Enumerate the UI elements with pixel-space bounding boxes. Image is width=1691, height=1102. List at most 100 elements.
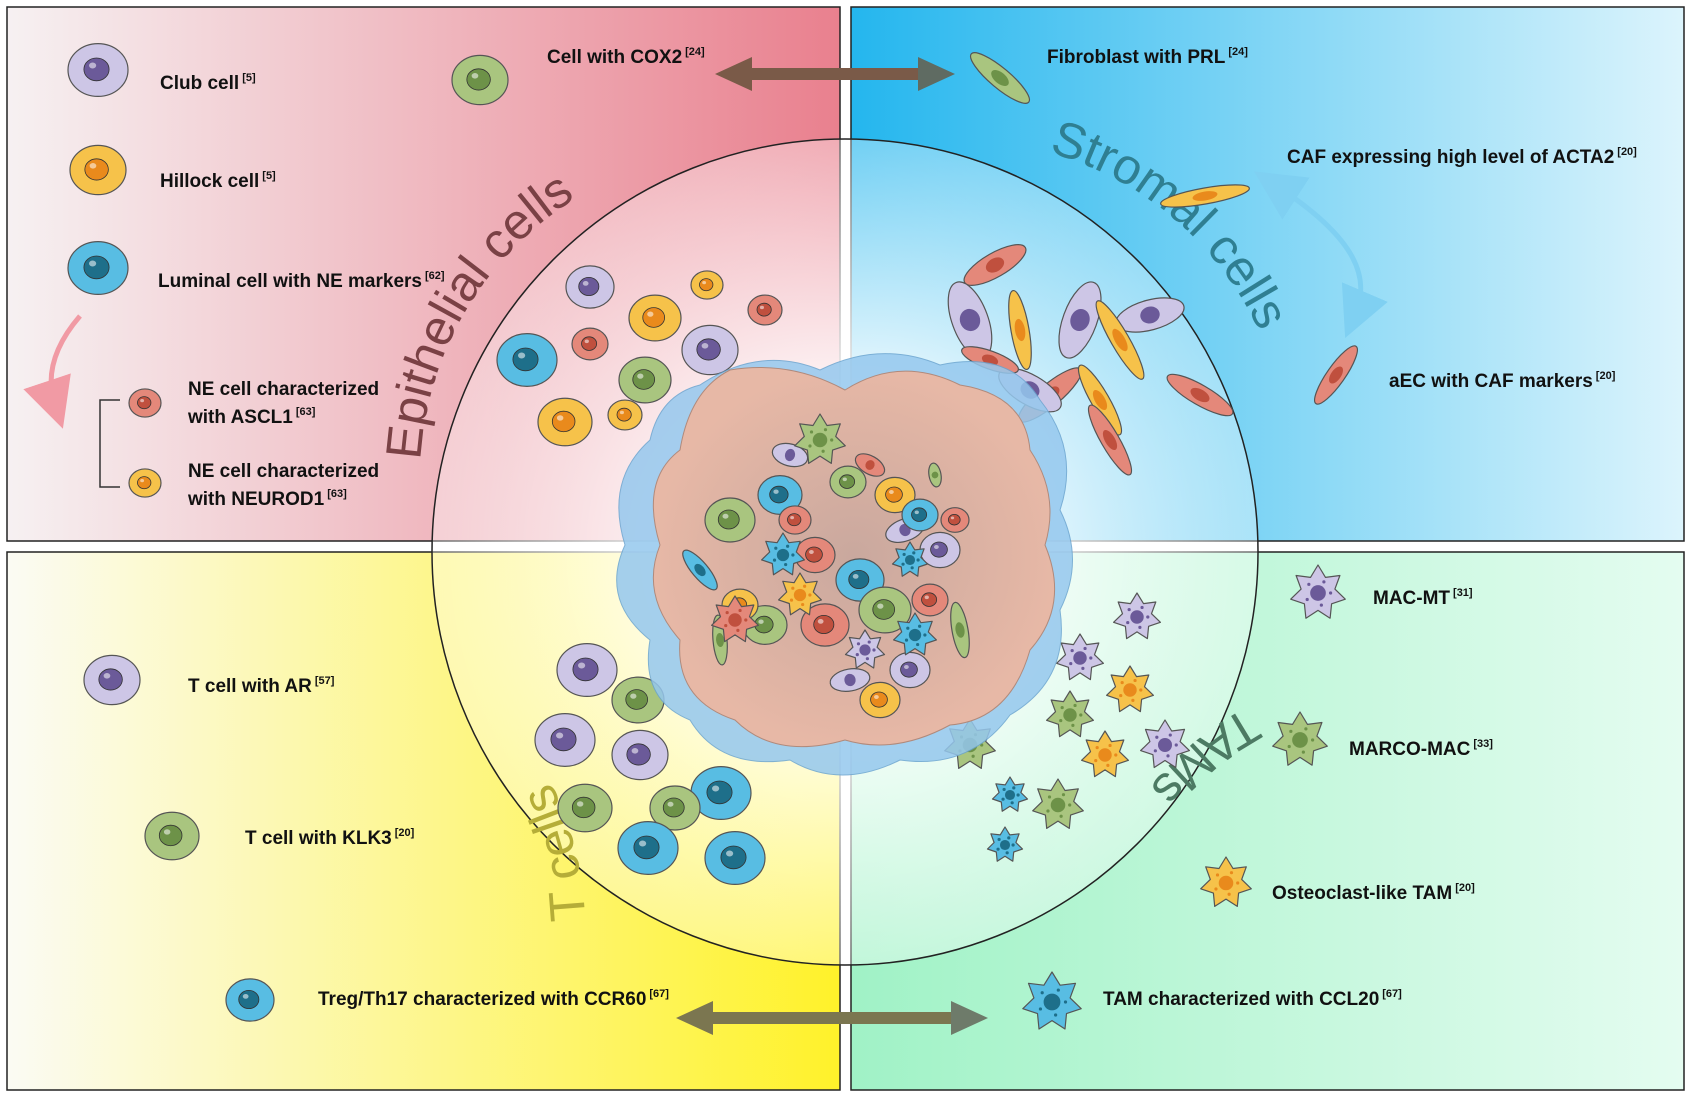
salmon-cell xyxy=(911,583,949,617)
salmon-spindle-cell xyxy=(1166,373,1234,417)
orange-cell xyxy=(537,397,593,447)
acta2-ref: [20] xyxy=(1617,146,1637,158)
salmon-cell xyxy=(571,327,609,361)
acta2-aec-arrow xyxy=(1254,171,1388,338)
t-klk3-icon xyxy=(144,811,200,861)
label-prl: Fibroblast with PRL[24] xyxy=(1047,41,1248,69)
macmt-ref: [31] xyxy=(1453,587,1473,599)
hillock-cell-ref: [5] xyxy=(262,170,276,182)
label-macmt: MAC-MT[31] xyxy=(1373,582,1473,610)
blue-macrophage xyxy=(891,541,929,577)
aec-ref: [20] xyxy=(1595,370,1616,382)
blue-macrophage xyxy=(991,776,1029,812)
label-marco: MARCO-MAC[33] xyxy=(1349,733,1493,761)
prl-fibroblast-icon xyxy=(969,52,1031,104)
treg-text: Treg/Th17 characterized with CCR60 xyxy=(318,989,647,1010)
orange-spindle-cell xyxy=(1008,289,1032,371)
aec-caf-icon xyxy=(1314,345,1358,405)
purple-macrophage xyxy=(1139,719,1191,769)
label-hillock-cell: Hillock cell[5] xyxy=(160,165,276,193)
t-ar-icon xyxy=(83,654,141,706)
green-macrophage xyxy=(1045,690,1095,738)
luminal-cell-text: Luminal cell with NE markers xyxy=(158,271,422,292)
prl-text: Fibroblast with PRL xyxy=(1047,47,1226,68)
treg-icon xyxy=(225,978,275,1022)
blue-cell xyxy=(617,820,679,875)
orange-spindle-cell xyxy=(1095,300,1145,380)
green-macrophage xyxy=(794,413,846,464)
label-osteo: Osteoclast-like TAM[20] xyxy=(1272,877,1475,905)
green-spindle-cell xyxy=(950,601,970,659)
marco-icon xyxy=(1272,711,1328,766)
osteo-ref: [20] xyxy=(1455,882,1475,894)
orange-cell xyxy=(628,294,682,342)
macmt-text: MAC-MT xyxy=(1373,588,1451,609)
salmon-macrophage xyxy=(710,595,760,643)
treg-ref: [67] xyxy=(649,988,669,1000)
green-cell xyxy=(829,465,867,499)
purple-spindle-cell xyxy=(947,281,993,359)
orange-macrophage xyxy=(1105,665,1155,713)
orange-macrophage xyxy=(1080,730,1130,778)
green-spindle-cell xyxy=(928,462,942,488)
salmon-spindle-cell xyxy=(854,453,886,477)
blue-macrophage xyxy=(892,612,938,656)
cox2-cell-icon xyxy=(451,54,509,106)
purple-cell xyxy=(556,642,618,697)
aec-text: aEC with CAF markers xyxy=(1389,371,1593,392)
ne-neurod1-ref: [63] xyxy=(327,488,347,500)
green-macrophage xyxy=(1032,778,1084,830)
cox2-prl-double-arrow xyxy=(715,57,955,91)
label-luminal-cell: Luminal cell with NE markers[62] xyxy=(158,265,445,293)
label-ccl20: TAM characterized with CCL20[67] xyxy=(1103,983,1402,1011)
label-cox2: Cell with COX2[24] xyxy=(547,41,705,69)
orange-macrophage xyxy=(777,572,823,616)
ne-neurod1-line1: NE cell characterized xyxy=(188,461,380,482)
hillock-cell-text: Hillock cell xyxy=(160,171,260,192)
purple-macrophage xyxy=(844,629,886,669)
green-cell xyxy=(557,783,613,833)
salmon-cell xyxy=(794,536,836,574)
label-acta2: CAF expressing high level of ACTA2[20] xyxy=(1287,141,1637,169)
ccl20-ref: [67] xyxy=(1382,988,1402,1000)
purple-spindle-cell xyxy=(829,668,871,692)
ne-bracket xyxy=(99,399,120,488)
ccl20-icon xyxy=(1022,971,1082,1030)
green-cell xyxy=(611,676,665,724)
ne-ascl1-line2: with ASCL1 xyxy=(188,407,293,428)
t-ar-text: T cell with AR xyxy=(188,676,312,697)
salmon-spindle-cell xyxy=(963,244,1027,286)
orange-cell xyxy=(874,476,916,514)
purple-cell xyxy=(681,324,739,376)
marco-ref: [33] xyxy=(1473,738,1493,750)
salmon-cell xyxy=(778,505,812,535)
club-cell-text: Club cell xyxy=(160,73,240,94)
treg-ccl20-double-arrow xyxy=(676,1001,988,1035)
purple-spindle-cell xyxy=(1058,281,1102,359)
salmon-spindle-cell xyxy=(1087,404,1133,476)
cells-layer xyxy=(67,42,1358,1030)
green-cell xyxy=(704,497,756,543)
t-klk3-ref: [20] xyxy=(394,827,415,839)
orange-cell xyxy=(607,399,643,431)
ccl20-text: TAM characterized with CCL20 xyxy=(1103,989,1380,1010)
core-cells-layer xyxy=(682,413,970,719)
osteo-text: Osteoclast-like TAM xyxy=(1272,883,1453,904)
label-ne-neurod1: NE cell characterized with NEUROD1[63] xyxy=(188,460,379,511)
acta2-caf-icon xyxy=(1160,184,1250,208)
blue-cell xyxy=(690,765,752,820)
luminal-cell-ref: [62] xyxy=(424,270,445,282)
label-t-klk3: T cell with KLK3[20] xyxy=(245,822,414,850)
acta2-text: CAF expressing high level of ACTA2 xyxy=(1287,147,1615,168)
orange-cell xyxy=(690,270,724,300)
purple-spindle-cell xyxy=(1115,297,1185,333)
t-ar-ref: [57] xyxy=(314,675,335,687)
luminal-cell-icon xyxy=(67,241,129,296)
purple-cell xyxy=(534,712,596,767)
ne-ascl1-line1: NE cell characterized xyxy=(188,379,380,400)
label-treg: Treg/Th17 characterized with CCR60[67] xyxy=(318,983,669,1011)
club-cell-icon xyxy=(67,42,129,97)
blue-macrophage xyxy=(986,826,1024,862)
